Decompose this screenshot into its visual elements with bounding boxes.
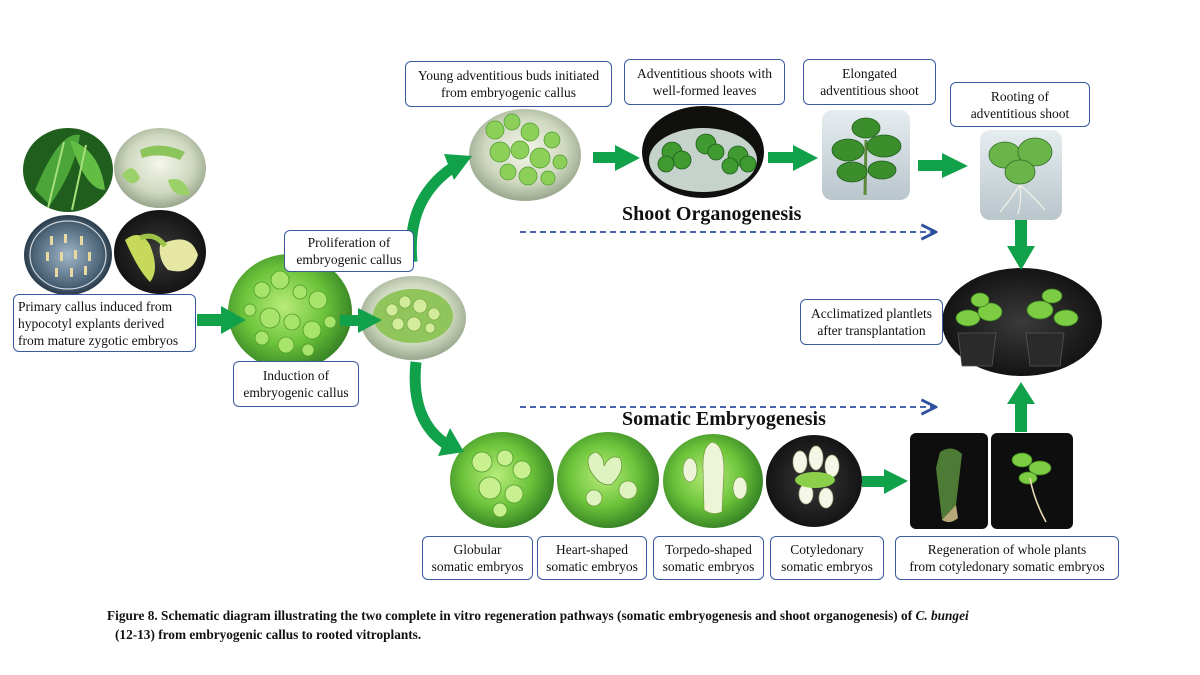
caption-line-2: (12-13) from embryogenic callus to roote… [115, 627, 422, 642]
arrow-shoots-to-elongated [768, 145, 818, 171]
label-acclimatized: Acclimatized plantlets after transplanta… [800, 299, 943, 345]
label-line: adventitious shoot [970, 105, 1070, 121]
label-line: adventitious shoot [820, 83, 919, 98]
regenerated-plantlet-photo [991, 433, 1073, 529]
hypocotyl-explant-photo [114, 128, 206, 208]
label-line: Primary callus induced from [18, 298, 173, 314]
label-line: well-formed leaves [652, 83, 757, 98]
young-adventitious-buds-photo [469, 109, 581, 201]
arrow-primary-to-induction [197, 306, 246, 334]
adventitious-shoots-photo [642, 106, 764, 198]
label-line: from mature zygotic embryos [18, 332, 179, 348]
arrow-cotyledonary-to-regeneration [862, 469, 908, 494]
label-regeneration: Regeneration of whole plants from cotyle… [895, 536, 1119, 580]
label-line: from cotyledonary somatic embryos [909, 559, 1105, 574]
label-line: somatic embryos [546, 559, 638, 574]
cotyledonary-embryos-photo [766, 435, 862, 527]
label-line: Proliferation of [307, 235, 391, 250]
globular-embryos-photo [450, 432, 554, 528]
label-cotyledonary: Cotyledonary somatic embryos [770, 536, 884, 580]
petri-dish-explants-photo [24, 215, 112, 295]
label-line: Regeneration of whole plants [927, 542, 1087, 557]
label-elongated-shoot: Elongated adventitious shoot [803, 59, 936, 105]
label-line: embryogenic callus [243, 385, 349, 400]
curved-arrow-to-shoot-pathway [405, 154, 472, 263]
label-line: somatic embryos [781, 559, 873, 574]
label-line: hypocotyl explants derived [18, 315, 165, 331]
label-line: from embryogenic callus [441, 85, 576, 100]
arrow-induction-to-proliferation [340, 308, 382, 333]
label-line: Induction of [262, 368, 330, 383]
pathway-arrows [197, 145, 1035, 494]
label-induction: Induction of embryogenic callus [233, 361, 359, 407]
label-line: Torpedo-shaped [665, 542, 752, 557]
label-primary-callus: Primary callus induced from hypocotyl ex… [13, 294, 196, 352]
label-line: Rooting of [990, 88, 1050, 104]
arrow-buds-to-shoots [593, 145, 640, 171]
label-line: Elongated [842, 66, 897, 81]
label-line: somatic embryos [431, 559, 524, 574]
label-line: Adventitious shoots with [636, 66, 772, 81]
label-line: Young adventitious buds initiated [417, 68, 600, 83]
figure-caption: Figure 8. Schematic diagram illustrating… [107, 606, 1167, 644]
somatic-embryogenesis-title: Somatic Embryogenesis [622, 408, 826, 430]
arrow-elongated-to-rooting [918, 153, 968, 178]
label-globular: Globular somatic embryos [422, 536, 533, 580]
elongated-shoot-photo [822, 110, 910, 200]
label-line: Heart-shaped [556, 542, 628, 557]
arrow-regeneration-to-acclimatized [1007, 382, 1035, 432]
label-adventitious-shoots: Adventitious shoots with well-formed lea… [624, 59, 785, 105]
caption-line-1: Figure 8. Schematic diagram illustrating… [107, 606, 1167, 625]
label-proliferation: Proliferation of embryogenic callus [284, 230, 414, 272]
label-line: Globular [453, 542, 502, 557]
regenerated-embryo-photo [910, 433, 988, 529]
arrow-rooting-to-acclimatized [1007, 220, 1035, 270]
embryogenic-callus-induction-photo [228, 254, 352, 370]
label-line: Acclimatized plantlets [810, 306, 933, 321]
label-line: Cotyledonary [790, 542, 864, 557]
label-heart-shaped: Heart-shaped somatic embryos [537, 536, 647, 580]
label-line: somatic embryos [662, 559, 755, 574]
label-line: after transplantation [817, 323, 926, 338]
caption-text: Figure 8. Schematic diagram illustrating… [107, 608, 916, 623]
rooting-shoot-photo [980, 130, 1062, 220]
embryogenic-callus-proliferation-photo [360, 276, 466, 360]
seedling-leaves-photo [23, 128, 113, 212]
primary-callus-photo [114, 210, 206, 294]
label-torpedo-shaped: Torpedo-shaped somatic embryos [653, 536, 764, 580]
shoot-organogenesis-title: Shoot Organogenesis [622, 203, 802, 225]
heart-shaped-embryos-photo [557, 432, 659, 528]
acclimatized-plantlets-photo [942, 268, 1102, 376]
torpedo-shaped-embryos-photo [663, 434, 763, 528]
curved-arrow-to-somatic-pathway [409, 361, 464, 456]
label-line: embryogenic callus [296, 252, 402, 267]
label-young-buds: Young adventitious buds initiated from e… [405, 61, 612, 107]
label-rooting: Rooting of adventitious shoot [950, 82, 1090, 127]
caption-species: C. bungei [915, 608, 969, 623]
